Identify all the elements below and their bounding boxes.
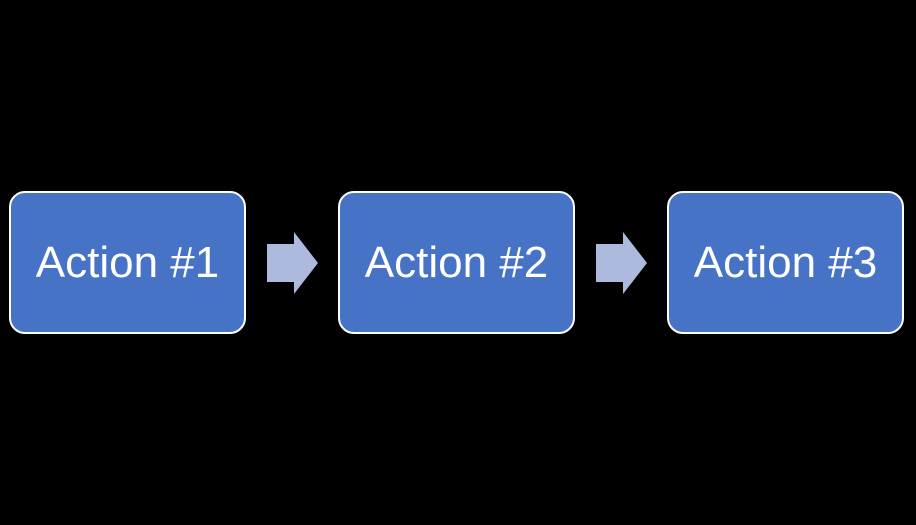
process-flow: Action #1 Action #2 Action #3 <box>9 191 904 334</box>
right-block-arrow-icon-2 <box>575 231 667 294</box>
right-block-arrow-icon-1 <box>246 231 338 294</box>
process-step-2-label: Action #2 <box>364 237 549 287</box>
process-step-2: Action #2 <box>338 191 575 334</box>
process-step-3: Action #3 <box>667 191 904 334</box>
process-step-3-label: Action #3 <box>693 237 878 287</box>
process-step-1-label: Action #1 <box>35 237 220 287</box>
process-step-1: Action #1 <box>9 191 246 334</box>
